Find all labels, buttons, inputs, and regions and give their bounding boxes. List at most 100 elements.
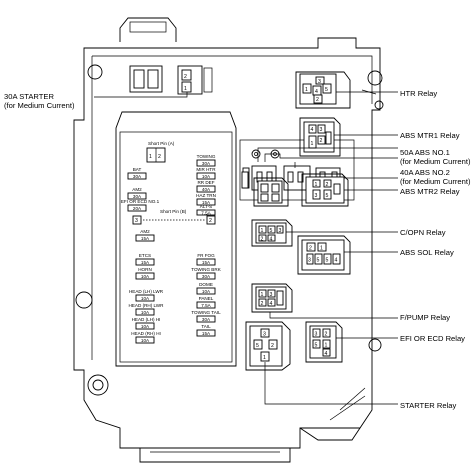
short-pin-a-label: Short Pin (A) [148,141,175,146]
starter-30a-label: 30A STARTER [4,92,54,101]
fpump-relay: 1 3 2 4 [251,283,293,313]
pin-label: 4 [325,351,328,357]
fuse-amp: 20A [133,206,142,211]
starter-relay: 3 5 2 1 [245,321,291,371]
fuse-name: PANEL [199,296,214,301]
starter-relay-label: STARTER Relay [400,401,456,410]
fuse-item: RR DEF 40A [196,180,216,193]
abs-no1-label: 50A ABS NO.1 [400,148,450,157]
pin-label: 4 [270,301,273,307]
pin-label: 1 [320,246,323,252]
abs-no2-label: 40A ABS NO.2 [400,168,450,177]
pin-label: 2 [326,182,329,188]
pin-label: 4 [270,237,273,243]
fuse-item: HAZ TRN 15A [196,193,216,206]
pin-label: 2 [184,74,187,80]
fuse-item: AM2 30A [127,187,147,200]
pin-label: 1 [311,141,314,147]
fuse-name: HAZ TRN [196,193,216,198]
pin-label: 2 [271,343,274,349]
pin-label: 1 [305,87,308,93]
fuse-item: DOME 10A [196,282,216,295]
fuse-name: EFI OR ECD NO.1 [121,199,160,204]
fuse-amp: 7.5A [201,303,211,308]
starter-30a-callout: 30A STARTER (for Medium Current) [4,92,188,110]
pin-label: 1 [325,343,328,349]
fuse-amp: 10A [141,338,150,343]
pin-label: 3 [315,332,318,338]
fuse-amp: 15A [141,260,150,265]
pin-label: 4 [311,127,314,133]
fuse-name: HEAD (RH) HI [131,331,161,336]
pin-label: 3 [318,79,321,85]
abs-sol-relay-label: ABS SOL Relay [400,248,454,257]
pin-label: 5 [256,343,259,349]
unlabeled-relay [253,177,289,207]
pin-label: 1 [184,86,187,92]
fuse-name: HEAD (RH) LWR [129,303,165,308]
fuse-amp: 15A [202,200,211,205]
pin-label: 5 [270,228,273,234]
fuse-amp: 30A [202,317,211,322]
fuse-name: HORN [138,267,152,272]
efi-relay-label: EFI OR ECD Relay [400,334,465,343]
fuse-item: EFI OR ECD NO.1 20A [121,199,160,212]
fuse-item: TAIL 15A [196,324,216,337]
fuse-amp: 10A [141,324,150,329]
fuse-item: HEAD (LH) HI 10A [132,317,161,330]
abs-sol-relay: 2 1 3 5 5 4 [297,235,351,275]
pin-label: 3 [279,228,282,234]
abs-no1-sub-label: (for Medium Current) [400,157,471,166]
fuse-amp: 10A [141,274,150,279]
fuse-name: MIR HTR [196,167,216,172]
fuse-amp: 15A [141,236,150,241]
pin-label: 1 [315,182,318,188]
fuse-amp: 30A [202,161,211,166]
fuse-amp: 30A [133,174,142,179]
fuse-amp: 10A [202,174,211,179]
fuse-amp: 30A [202,274,211,279]
fuse-item: MIR HTR 10A [196,167,216,180]
pin-label: 2 [261,301,264,307]
short-pin-a-1: 1 [149,154,152,160]
fuse-amp: 10A [141,310,150,315]
pin-label: 5 [325,87,328,93]
fuse-name: TAIL [201,324,211,329]
fuse-amp: 10A [141,296,150,301]
fuse-name: AM2 [132,187,142,192]
fuse-name: AM2 [140,229,150,234]
short-pin-b-3: 3 [135,218,138,224]
pin-label: 5 [326,193,329,199]
fuse-box-housing [73,17,384,463]
short-pin-a-2: 2 [158,154,161,160]
fuse-item: BAT 30A [127,167,147,180]
starter-30a-sub-label: (for Medium Current) [4,101,75,110]
pin-label: 2 [261,237,264,243]
fuse-item: PANEL 7.5A [196,296,216,309]
abs-no2-sub-label: (for Medium Current) [400,177,471,186]
pin-label: 2 [325,332,328,338]
abs-mtr1-relay-label: ABS MTR1 Relay [400,131,460,140]
fuse-item: FR FOG 15A [196,253,216,266]
fuse-item: TOWING BRK 30A [191,267,222,280]
fuse-name: TOWING TAIL [191,310,221,315]
pin-label: 2 [320,138,323,144]
fuse-column-right: TOWING 30A MIR HTR 10A RR DEF 40A HAZ TR… [191,154,222,337]
fuse-name: ETCS [139,253,151,258]
pin-label: 2 [309,246,312,252]
fuse-amp: 7.5A [201,211,211,216]
fuse-amp: 40A [202,187,211,192]
copn-relay: 1 5 3 2 4 [251,219,293,247]
fuse-name: HEAD (LH) HI [132,317,161,322]
fpump-relay-label: F/PUMP Relay [400,313,450,322]
fuse-item: AM2 15A [135,229,155,242]
fuse-column-left: BAT 30A AM2 30A EFI OR ECD NO.1 20A AM2 … [121,167,165,344]
pin-label: 3 [320,127,323,133]
fuse-name: HEAD (LH) LWR [129,289,164,294]
fuse-name: FR FOG [197,253,215,258]
pin-label: 1 [261,228,264,234]
fuse-name: DOME [199,282,213,287]
pin-label: 4 [315,89,318,95]
pin-label: 4 [335,258,338,264]
